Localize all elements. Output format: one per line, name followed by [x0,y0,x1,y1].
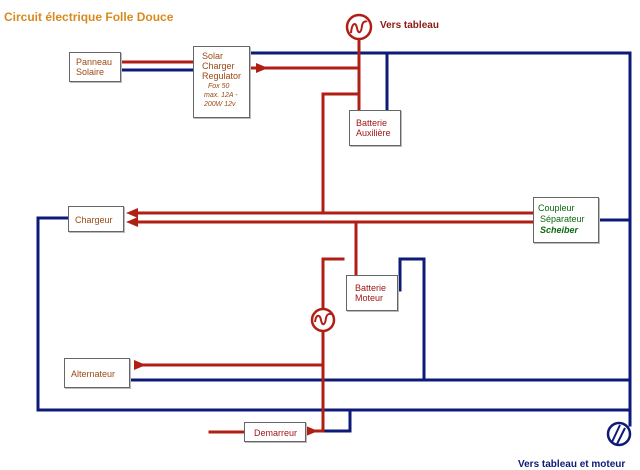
regulator-label-line3: Regulator [202,71,242,81]
coupleur-label-line2: Séparateur [540,214,585,224]
batterie-auxiliaire-box: Batterie Auxilière [349,110,401,146]
batterie-aux-label-line2: Auxilière [356,128,391,138]
chargeur-box: Chargeur [68,206,124,232]
demarreur-label: Demarreur [254,428,298,438]
alternateur-box: Alternateur [64,358,130,388]
batterie-moteur-label-line1: Batterie [355,283,387,293]
label-vers-tableau: Vers tableau [380,20,439,31]
chargeur-label: Chargeur [75,215,113,225]
demarreur-box: Demarreur [244,422,306,442]
regulator-spec-line3: 200W 12v [204,101,236,108]
label-vers-tableau-moteur: Vers tableau et moteur [518,459,626,470]
batterie-aux-label-line1: Batterie [356,118,388,128]
arrowheads [126,63,318,436]
alternateur-label: Alternateur [71,369,116,379]
batterie-moteur-label-line2: Moteur [355,293,384,303]
regulator-spec-line1: Fox 50 [208,83,230,90]
arrowhead [134,360,146,370]
arrowhead [256,63,268,73]
panneau-label-line1: Panneau [76,57,113,67]
regulator-label-line1: Solar [202,51,224,61]
fuse-icon [345,13,373,41]
arrowhead [306,426,318,436]
arrowhead [126,208,138,218]
regulator-label-line2: Charger [202,61,235,71]
coupleur-brand: Scheiber [540,225,579,235]
fuse-icon [310,307,336,333]
batterie-moteur-box: Batterie Moteur [346,275,398,311]
solar-charger-regulator-box: Solar Charger Regulator Fox 50 max. 12A … [193,46,250,118]
ground-icon [606,421,632,447]
coupleur-label-line1: Coupleur [538,203,575,213]
panneau-label-line2: Solaire [76,67,105,77]
negative-wires [36,51,632,433]
diagram-title: Circuit électrique Folle Douce [4,10,174,24]
regulator-spec-line2: max. 12A - [204,92,238,99]
coupleur-separateur-box: Coupleur Séparateur Scheiber [533,197,599,243]
panneau-solaire-box: Panneau Solaire [69,52,121,82]
arrowhead [126,217,138,227]
positive-wires [120,38,535,434]
